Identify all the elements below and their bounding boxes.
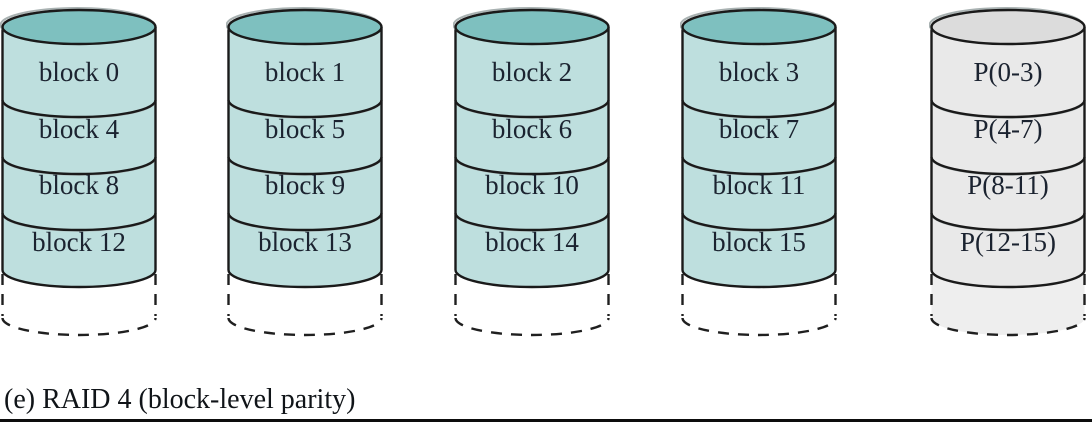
block-label: block 5 <box>265 114 345 144</box>
block-label: block 2 <box>492 57 572 87</box>
block-label: block 13 <box>258 227 352 257</box>
continuation-bottom-arc <box>681 317 837 337</box>
disk-continuation-fill <box>455 270 609 335</box>
platter-divider <box>930 99 1086 119</box>
platter-divider <box>454 212 610 232</box>
continuation-bottom-arc <box>930 317 1086 337</box>
block-label: block 1 <box>265 57 345 87</box>
disk-parity: P(0-3) P(4-7) P(8-11) P(12-15) <box>929 7 1086 337</box>
platter-divider <box>227 99 383 119</box>
parity-label: P(8-11) <box>967 170 1049 200</box>
platter-divider <box>681 99 837 119</box>
block-label: block 10 <box>485 170 579 200</box>
bottom-rule <box>0 419 1092 422</box>
block-label: block 7 <box>719 114 799 144</box>
block-label: block 6 <box>492 114 572 144</box>
disk-top <box>227 8 383 46</box>
block-label: block 11 <box>713 170 806 200</box>
platter-divider <box>681 156 837 176</box>
block-label: block 0 <box>39 57 119 87</box>
disk-body <box>454 27 610 289</box>
platter-divider <box>930 212 1086 232</box>
platter-divider <box>930 156 1086 176</box>
parity-label: P(12-15) <box>960 227 1056 257</box>
disk-body <box>930 27 1086 289</box>
continuation-bottom-arc <box>1 317 157 337</box>
figure-caption: (e) RAID 4 (block-level parity) <box>4 384 356 415</box>
disk-top <box>930 8 1086 46</box>
disk-1: block 1 block 5 block 9 block 13 <box>226 7 383 337</box>
disk-3: block 3 block 7 block 11 block 15 <box>680 7 837 337</box>
disk-continuation-fill <box>2 270 156 335</box>
disk-body <box>681 27 837 289</box>
disk-top <box>454 8 610 46</box>
disk-top <box>1 8 157 46</box>
block-label: block 12 <box>32 227 126 257</box>
continuation-bottom-arc <box>454 317 610 337</box>
platter-divider <box>1 212 157 232</box>
disk-body <box>1 27 157 289</box>
block-label: block 3 <box>719 57 799 87</box>
block-label: block 14 <box>485 227 579 257</box>
platter-divider <box>227 212 383 232</box>
disk-0: block 0 block 4 block 8 block 12 <box>0 7 157 337</box>
disk-continuation-fill <box>931 270 1085 335</box>
disk-continuation-fill <box>682 270 836 335</box>
platter-divider <box>681 212 837 232</box>
platter-divider <box>454 156 610 176</box>
disk-continuation-fill <box>228 270 382 335</box>
block-label: block 4 <box>39 114 120 144</box>
platter-divider <box>227 156 383 176</box>
parity-label: P(4-7) <box>974 114 1043 144</box>
disk-2: block 2 block 6 block 10 block 14 <box>453 7 610 337</box>
disk-body <box>227 27 383 289</box>
block-label: block 15 <box>712 227 806 257</box>
platter-divider <box>1 156 157 176</box>
continuation-bottom-arc <box>227 317 383 337</box>
block-label: block 8 <box>39 170 119 200</box>
platter-divider <box>1 99 157 119</box>
disk-top <box>681 8 837 46</box>
parity-label: P(0-3) <box>974 57 1043 87</box>
platter-divider <box>454 99 610 119</box>
block-label: block 9 <box>265 170 345 200</box>
